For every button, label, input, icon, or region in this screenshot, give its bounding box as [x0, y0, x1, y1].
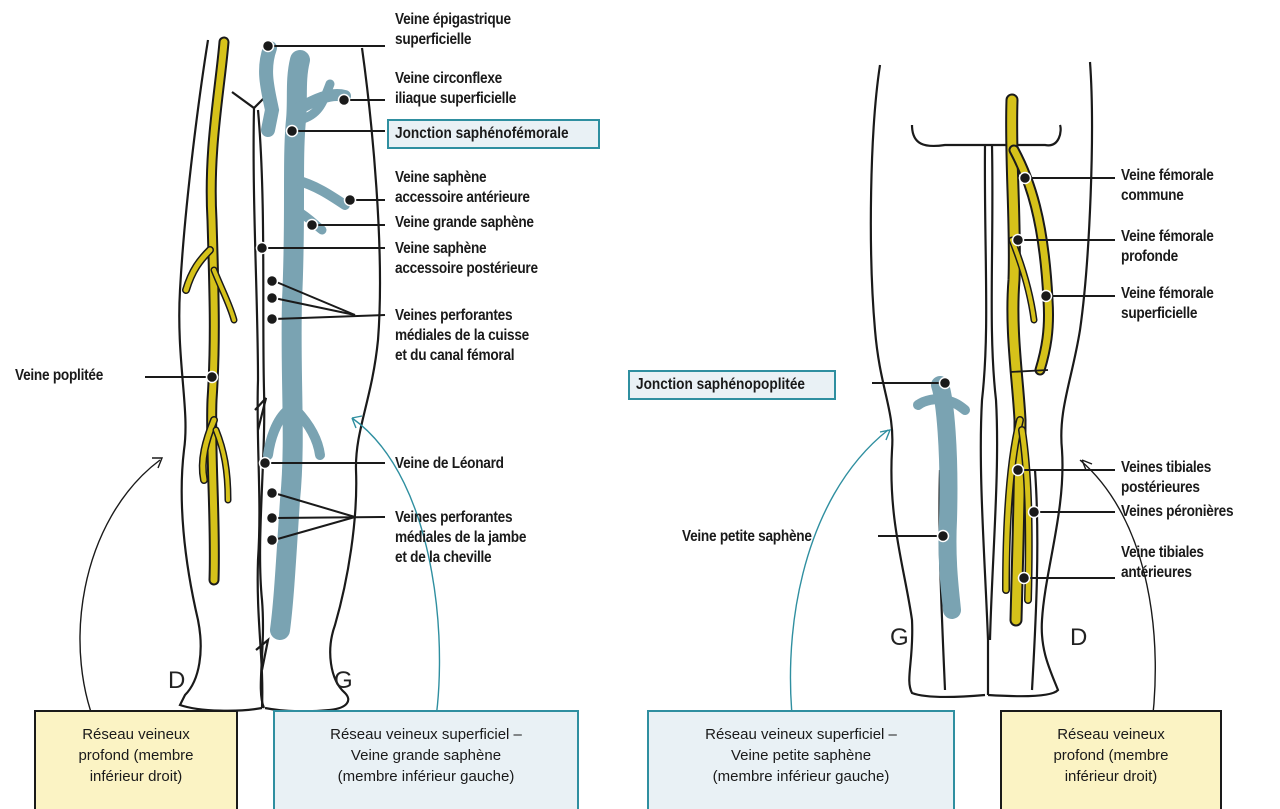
- small-saphenous-vein: [918, 385, 965, 610]
- label-saphenofemoral-junction: Jonction saphénofémorale: [387, 119, 600, 149]
- arrows: [80, 416, 1155, 740]
- label-dots: [207, 41, 1052, 584]
- great-saphenous-vein: [266, 48, 345, 630]
- label-popliteal-vein: Veine poplitée: [15, 366, 103, 386]
- box-superficial-great-saphenous: Réseau veineux superficiel –Veine grande…: [273, 710, 579, 809]
- label-saphenopopliteal-junction: Jonction saphénopoplitée: [628, 370, 836, 400]
- deep-veins-front: [186, 42, 234, 580]
- label-peroneal-veins: Veines péronières: [1121, 502, 1233, 522]
- side-letter-front-left: G: [334, 667, 353, 695]
- side-letter-front-right: D: [168, 667, 185, 695]
- label-great-saphenous-vein: Veine grande saphène: [395, 213, 534, 233]
- side-letter-back-left: G: [890, 624, 909, 652]
- side-letter-back-right: D: [1070, 624, 1087, 652]
- box-superficial-small-saphenous: Réseau veineux superficiel –Veine petite…: [647, 710, 955, 809]
- label-leonard-vein: Veine de Léonard: [395, 454, 504, 474]
- back-view-legs: [871, 62, 1092, 697]
- label-small-saphenous-vein: Veine petite saphène: [682, 527, 812, 547]
